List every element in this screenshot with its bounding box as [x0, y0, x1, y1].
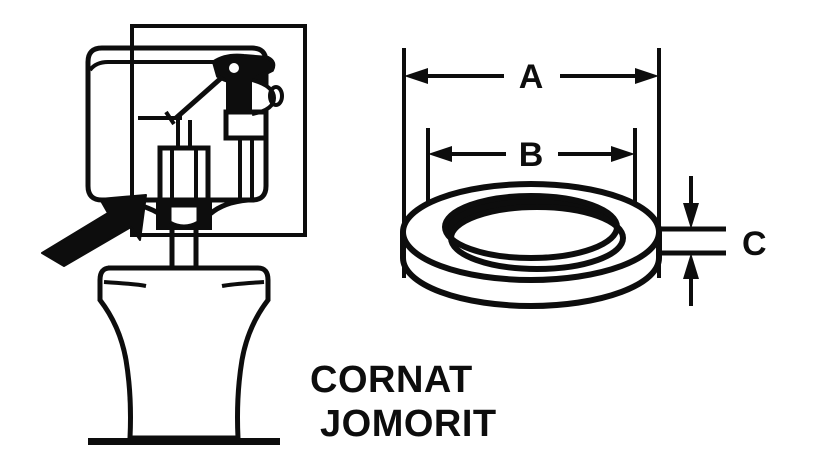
- toilet-illustration: [41, 24, 307, 445]
- ring-seal-dimensioned-view: A B C: [400, 48, 767, 309]
- brand-line-1: CORNAT: [310, 359, 473, 401]
- dimension-b-label: B: [519, 136, 544, 174]
- dimension-a: A: [404, 58, 659, 96]
- brand-name: CORNAT JOMORIT: [310, 359, 497, 445]
- toilet-bowl-pedestal: [88, 265, 280, 445]
- dimension-c-label: C: [742, 225, 767, 263]
- brand-line-2: JOMORIT: [320, 403, 497, 445]
- detail-callout-box: [130, 24, 307, 237]
- installation-location-arrow: [41, 194, 147, 267]
- dimension-c: C: [656, 176, 767, 306]
- dimension-b: B: [428, 136, 635, 174]
- ring-seal-gasket: [400, 181, 662, 309]
- dimension-a-label: A: [519, 58, 544, 96]
- flush-valve-assembly: [138, 70, 230, 268]
- fill-valve-float-assembly: [211, 53, 284, 200]
